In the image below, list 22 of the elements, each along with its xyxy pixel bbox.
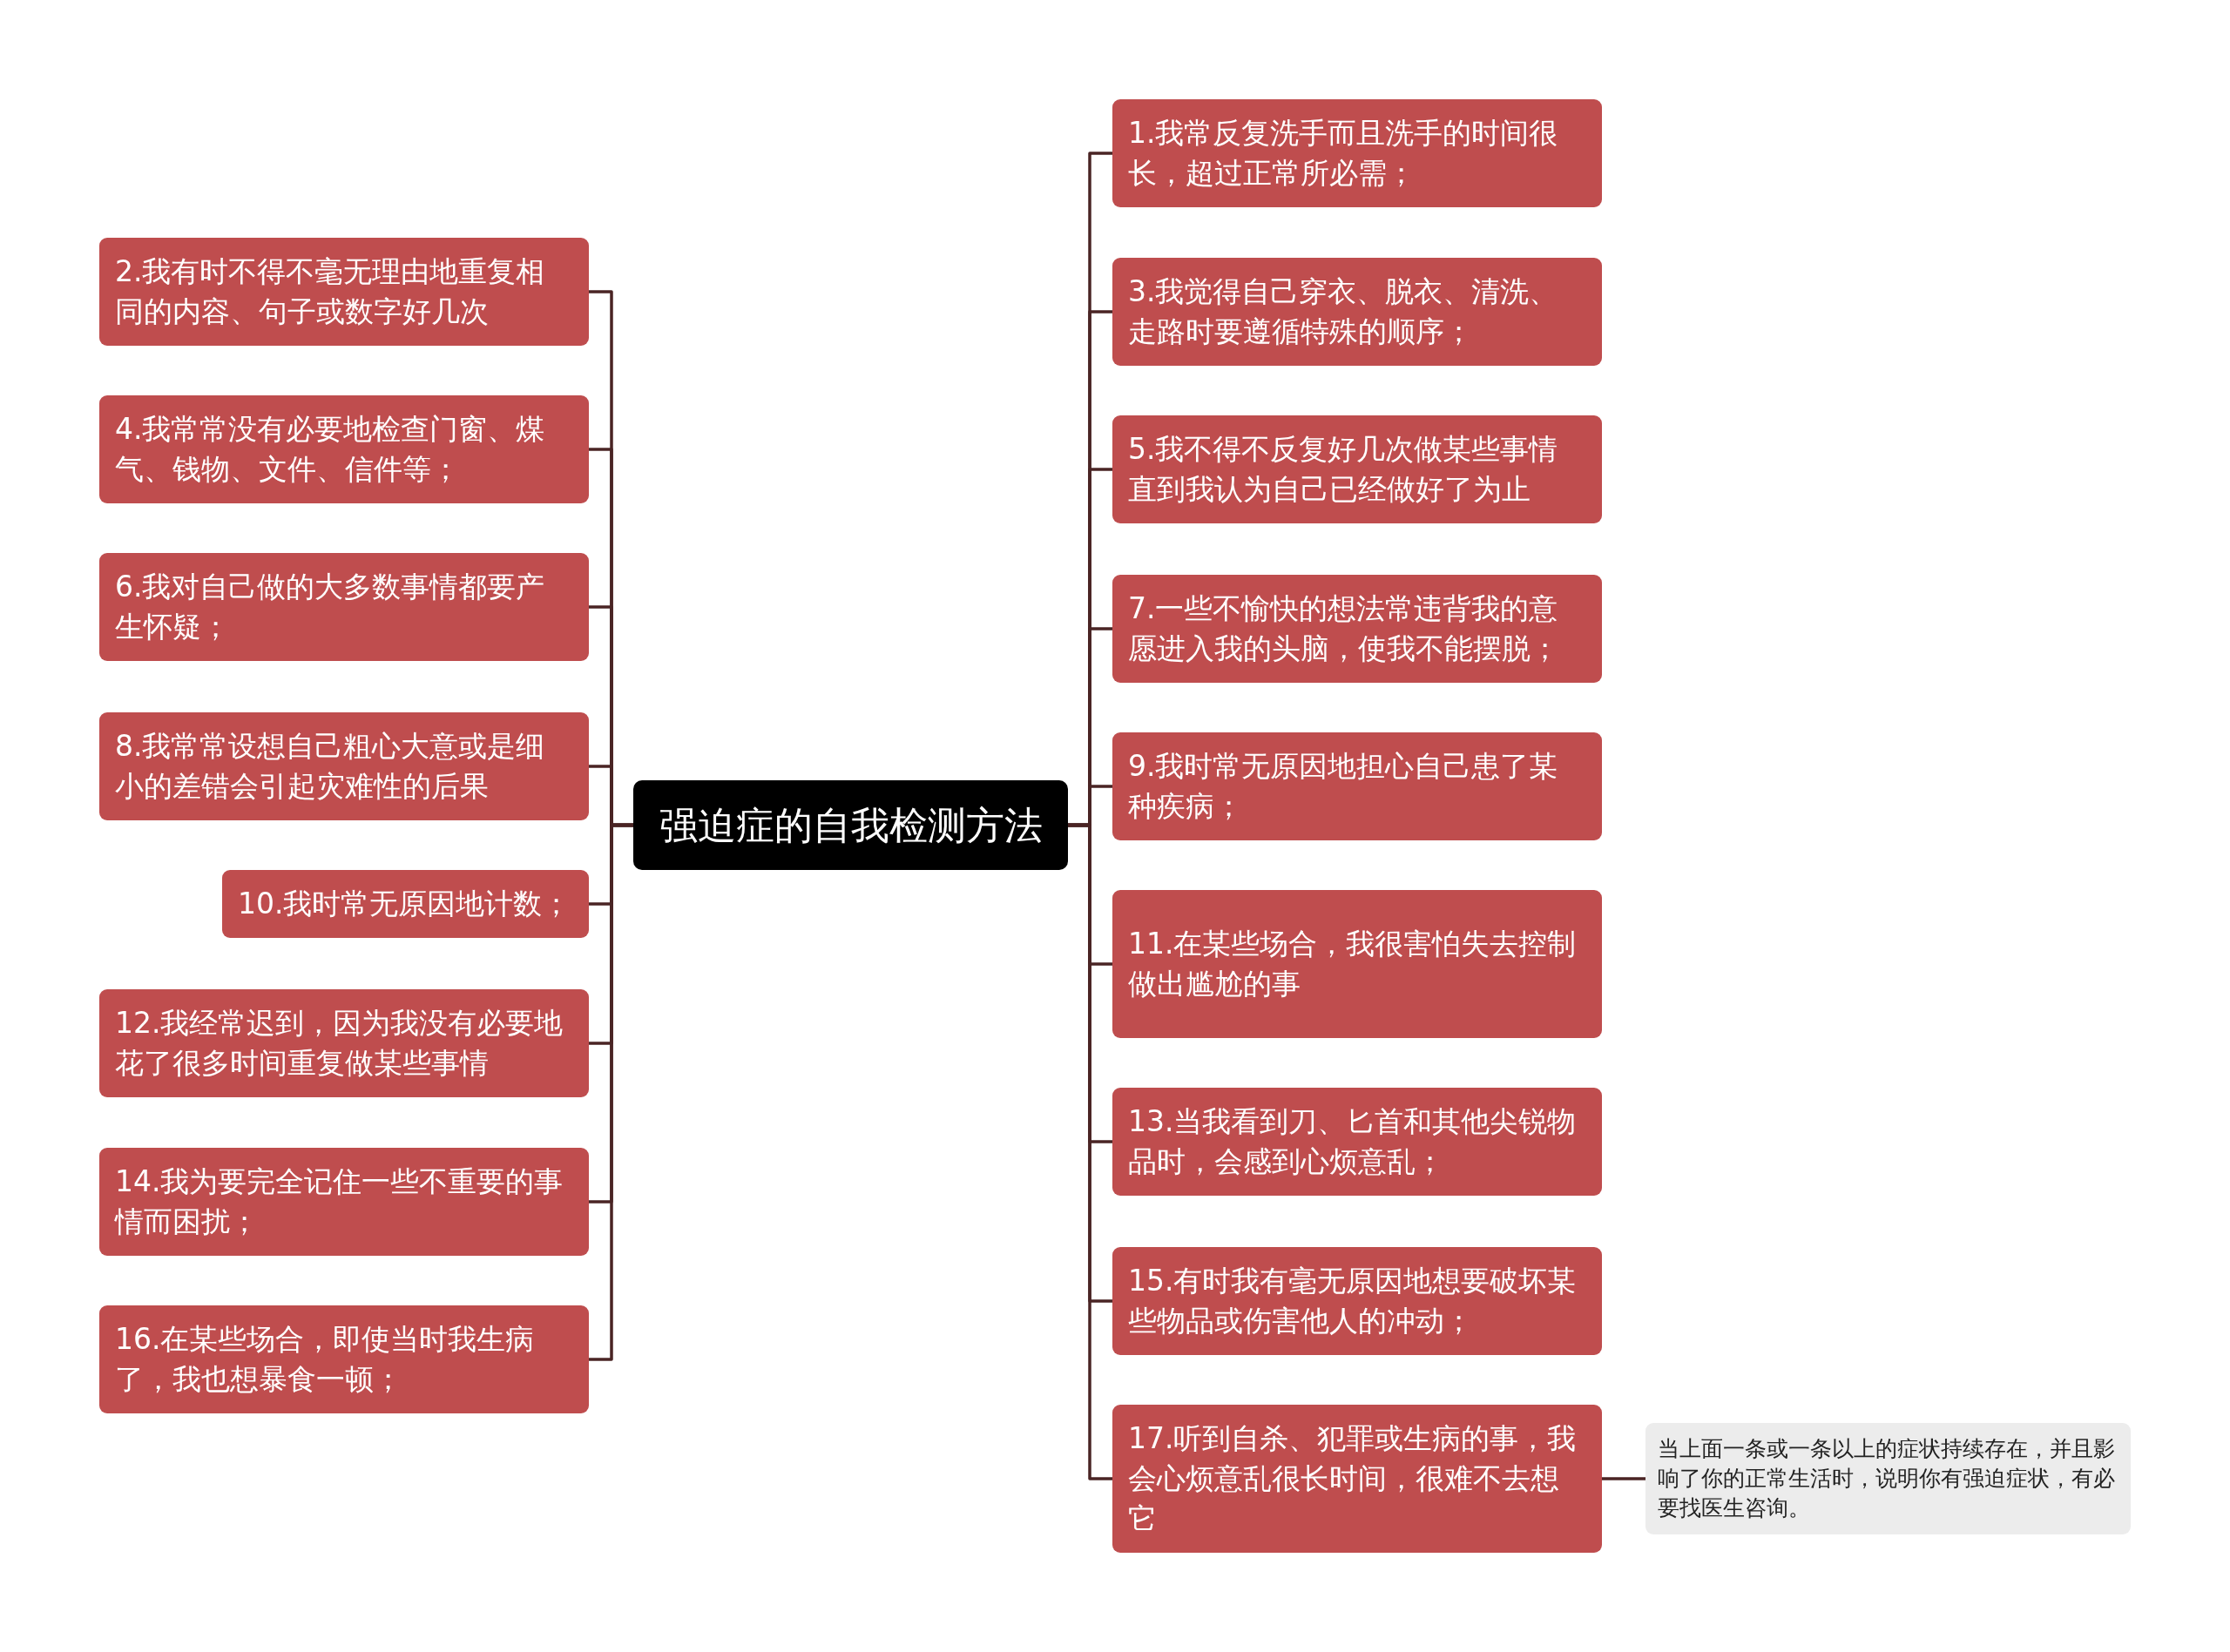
item-box: 8.我常常设想自己粗心大意或是细小的差错会引起灾难性的后果 <box>99 712 589 820</box>
note-box: 当上面一条或一条以上的症状持续存在，并且影响了你的正常生活时，说明你有强迫症状，有必要找医生咨询。 <box>1645 1423 2131 1534</box>
item-box: 1.我常反复洗手而且洗手的时间很长，超过正常所必需； <box>1112 99 1602 207</box>
connector-line <box>1068 823 1112 1480</box>
topic-box: 强迫症的自我检测方法 <box>633 780 1068 870</box>
item-box: 7.一些不愉快的想法常违背我的意愿进入我的头脑，使我不能摆脱； <box>1112 575 1602 683</box>
item-box: 12.我经常迟到，因为我没有必要地花了很多时间重复做某些事情 <box>99 989 589 1097</box>
item-box: 13.当我看到刀、匕首和其他尖锐物品时，会感到心烦意乱； <box>1112 1088 1602 1196</box>
item-box: 2.我有时不得不毫无理由地重复相同的内容、句子或数字好几次 <box>99 238 589 346</box>
item-box: 16.在某些场合，即使当时我生病了，我也想暴食一顿； <box>99 1305 589 1413</box>
item-box: 15.有时我有毫无原因地想要破坏某些物品或伤害他人的冲动； <box>1112 1247 1602 1355</box>
item-box: 6.我对自己做的大多数事情都要产生怀疑； <box>99 553 589 661</box>
item-box: 5.我不得不反复好几次做某些事情直到我认为自己已经做好了为止 <box>1112 415 1602 523</box>
item-box: 10.我时常无原因地计数； <box>222 870 589 938</box>
item-box: 11.在某些场合，我很害怕失去控制做出尴尬的事 <box>1112 890 1602 1038</box>
item-box: 17.听到自杀、犯罪或生病的事，我会心烦意乱很长时间，很难不去想它 <box>1112 1405 1602 1553</box>
item-box: 3.我觉得自己穿衣、脱衣、清洗、走路时要遵循特殊的顺序； <box>1112 258 1602 366</box>
item-box: 9.我时常无原因地担心自己患了某种疾病； <box>1112 732 1602 840</box>
item-box: 4.我常常没有必要地检查门窗、煤气、钱物、文件、信件等； <box>99 395 589 503</box>
connector-line <box>1602 1477 1645 1480</box>
item-box: 14.我为要完全记住一些不重要的事情而困扰； <box>99 1148 589 1256</box>
connector-line <box>589 823 633 1361</box>
